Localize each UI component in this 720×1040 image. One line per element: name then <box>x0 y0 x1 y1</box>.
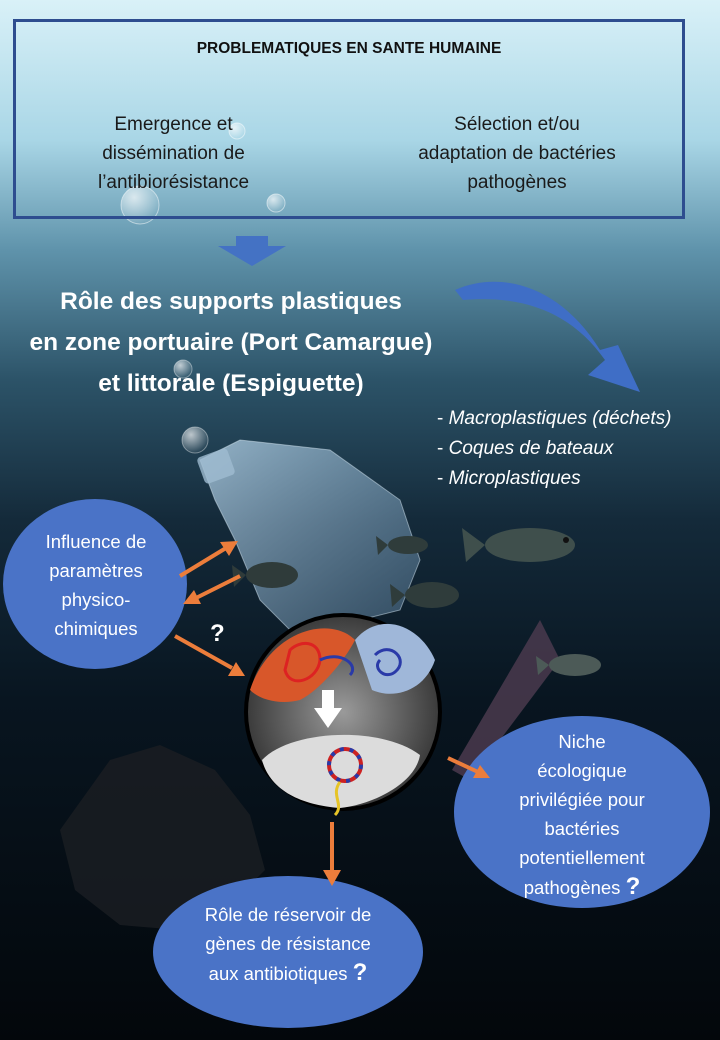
text-line: physico- <box>61 589 131 610</box>
main-title: Rôle des supports plastiques en zone por… <box>0 281 462 404</box>
title-line: et littorale (Espiguette) <box>98 370 364 397</box>
bacteria-plasmid-illustration <box>244 613 442 817</box>
text-line: gènes de résistance <box>205 933 371 954</box>
reservoir-bubble-text: Rôle de réservoir de gènes de résistance… <box>168 900 408 988</box>
list-item: - Microplastiques <box>437 468 581 489</box>
antibiotic-resistance-text: Emergence et dissémination de l’antibior… <box>56 110 291 197</box>
text-line: Emergence et <box>114 114 233 135</box>
influence-bubble <box>3 499 187 669</box>
plastic-types-list: - Macroplastiques (déchets) - Coques de … <box>437 404 671 494</box>
plastic-debris-shape <box>60 745 265 930</box>
title-line: Rôle des supports plastiques <box>60 288 402 315</box>
text-line: adaptation de bactéries <box>418 143 616 164</box>
health-issues-box: PROBLEMATIQUES EN SANTE HUMAINE Emergenc… <box>13 19 685 219</box>
down-arrow-icon <box>218 236 286 266</box>
plastic-bottle-illustration <box>197 439 421 641</box>
niche-bubble-text: Niche écologique privilégiée pour bactér… <box>468 727 696 902</box>
text-line: écologique <box>537 760 627 781</box>
text-line: chimiques <box>54 618 138 639</box>
list-item: - Macroplastiques (déchets) <box>437 408 672 429</box>
text-line: potentiellement <box>519 847 645 868</box>
niche-bubble <box>454 716 710 908</box>
text-line: Influence de <box>45 531 147 552</box>
fish-illustrations <box>232 528 601 676</box>
text-line: pathogènes <box>467 172 567 193</box>
text-line: Sélection et/ou <box>454 114 580 135</box>
air-bubbles <box>120 122 286 454</box>
orange-arrows <box>174 541 490 886</box>
influence-bubble-text: Influence de paramètres physico- chimiqu… <box>10 527 182 643</box>
text-line: Rôle de réservoir de <box>204 904 372 925</box>
health-issues-title: PROBLEMATIQUES EN SANTE HUMAINE <box>196 40 502 57</box>
stick-debris <box>452 620 560 780</box>
question-mark: ? <box>352 959 368 986</box>
reservoir-bubble <box>153 876 423 1028</box>
text-line: privilégiée pour <box>519 789 645 810</box>
text-line: Niche <box>558 731 606 752</box>
question-mark: ? <box>625 873 641 900</box>
curved-arrow-icon <box>455 281 640 392</box>
text-line: dissémination de <box>102 143 245 164</box>
text-line: pathogènes ? <box>523 873 641 900</box>
pathogen-selection-text: Sélection et/ou adaptation de bactéries … <box>386 110 648 197</box>
question-mark: ? <box>210 620 225 647</box>
text-line: paramètres <box>49 560 143 581</box>
title-line: en zone portuaire (Port Camargue) <box>29 329 433 356</box>
text-line: aux antibiotiques ? <box>208 959 368 986</box>
text-line: l’antibiorésistance <box>97 172 250 193</box>
text-line: bactéries <box>544 818 620 839</box>
list-item: - Coques de bateaux <box>437 438 614 459</box>
